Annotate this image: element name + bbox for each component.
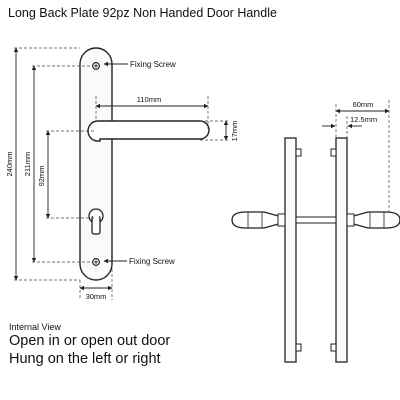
dimension-lever-length-label: 110mm [137,95,161,104]
left-back-plate-side [284,137,297,363]
dimension-centres-label: 92mm [37,166,46,187]
dimension-lever-height: 17mm [223,120,239,142]
dimension-centres: 92mm [37,130,51,219]
dimension-screw-centres: 211mm [23,65,37,263]
dimension-screw-centres-label: 211mm [23,152,32,176]
note-hinge-side: Hung on the left or right [9,351,161,367]
page-title: Long Back Plate 92pz Non Handed Door Han… [8,6,277,20]
callout-bottom-screw-label: Fixing Screw [129,257,175,266]
callout-top-screw: Fixing Screw [103,60,176,69]
keyhole [88,208,104,235]
callout-top-screw-label: Fixing Screw [130,60,176,69]
right-back-plate-side [335,137,348,363]
left-lever-side [231,211,286,229]
dimension-plate-width-label: 30mm [86,292,107,301]
dimension-plate-height: 240mm [5,47,19,281]
dimension-lever-height-label: 17mm [230,121,239,142]
dimension-projection: 60mm [335,100,390,114]
right-lever-side [346,211,400,229]
back-plate-front-view [79,47,210,281]
bottom-fixing-screw [92,258,100,266]
callout-bottom-screw: Fixing Screw [103,257,175,266]
dimension-plate-width: 30mm [79,285,113,301]
side-view [231,137,400,363]
leader-lines [14,47,228,300]
dimension-lever-length: 110mm [95,95,209,109]
view-label: Internal View [9,322,61,332]
spindle [295,216,337,224]
top-fixing-screw [92,62,100,70]
dimension-plate-depth: 12.5mm [322,115,377,129]
dimension-plate-depth-label: 12.5mm [350,115,377,124]
dimension-plate-height-label: 240mm [5,151,14,176]
dimension-projection-label: 60mm [353,100,374,109]
lever-front [87,120,210,142]
note-open-direction: Open in or open out door [9,333,171,349]
